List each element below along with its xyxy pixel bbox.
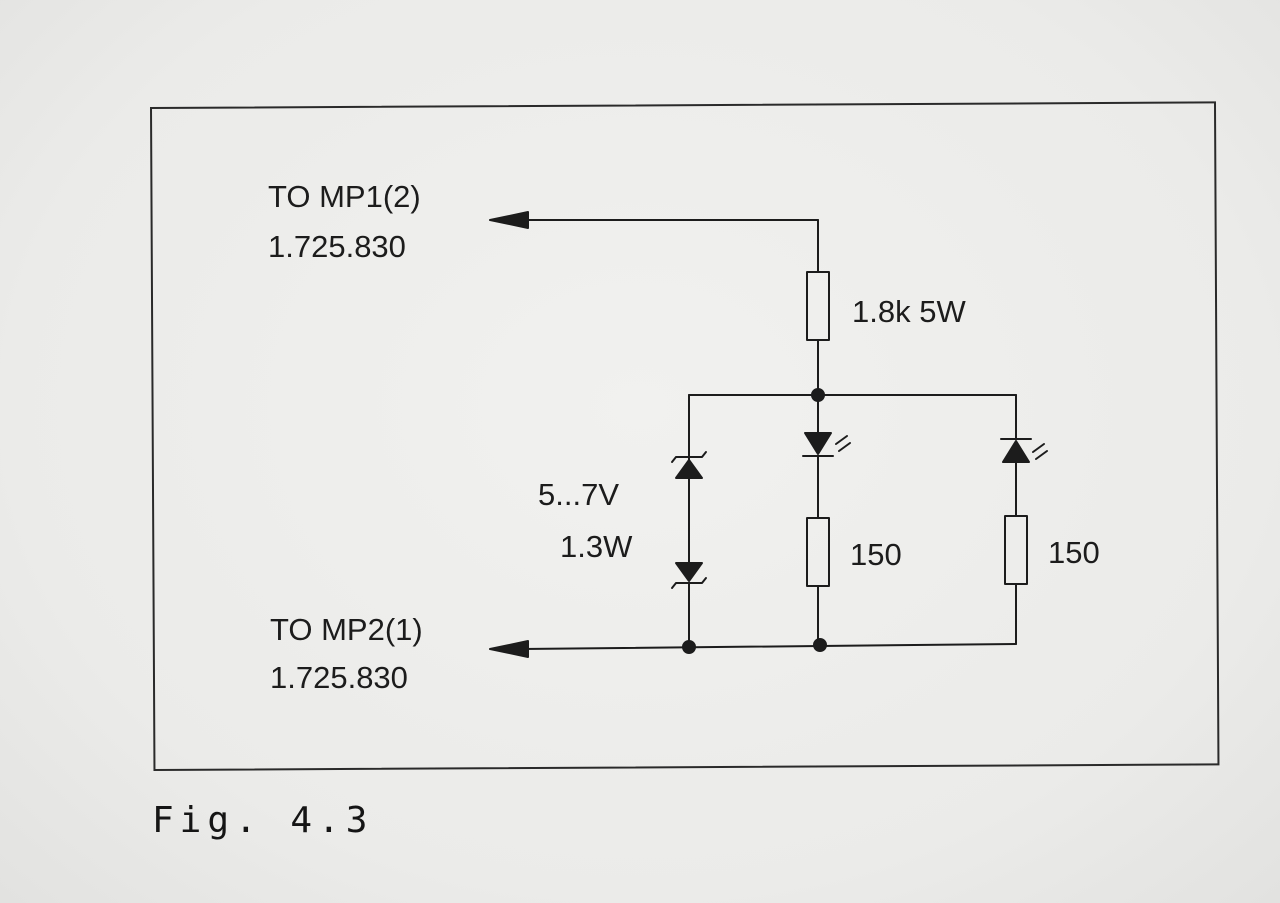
terminal-bottom-title: TO MP2(1): [270, 612, 423, 647]
zener-upper-bar: [671, 451, 707, 463]
figure-caption: Fig. 4.3: [152, 800, 374, 841]
terminal-bottom-part: 1.725.830: [270, 660, 408, 695]
resistor-1k8-symbol: [806, 271, 830, 341]
resistor-150-1-symbol: [806, 517, 830, 587]
led2-ray-a: [1032, 443, 1045, 453]
led1-ray-a: [835, 435, 848, 445]
arrow-top-icon: [489, 211, 529, 229]
led2-ray-b: [1035, 450, 1048, 460]
resistor-150-2-symbol: [1004, 515, 1028, 585]
node-bottom-left: [682, 640, 696, 654]
terminal-top-part: 1.725.830: [268, 229, 406, 264]
zener-power-label: 1.3W: [560, 529, 633, 564]
zener-upper-icon: [675, 459, 703, 479]
zener-voltage-label: 5...7V: [538, 477, 619, 512]
terminal-top-title: TO MP1(2): [268, 179, 421, 214]
led-resistor-2-label: 150: [1048, 535, 1100, 570]
led-resistor-1-label: 150: [850, 537, 902, 572]
led1-icon: [804, 432, 832, 455]
led2-icon: [1002, 440, 1030, 463]
node-bottom-mid: [813, 638, 827, 652]
rail-bottom: [521, 643, 1017, 650]
led1-ray-b: [838, 442, 851, 452]
arrow-bottom-icon: [489, 640, 529, 658]
zener-lower-icon: [675, 562, 703, 582]
series-resistor-label: 1.8k 5W: [852, 294, 966, 329]
